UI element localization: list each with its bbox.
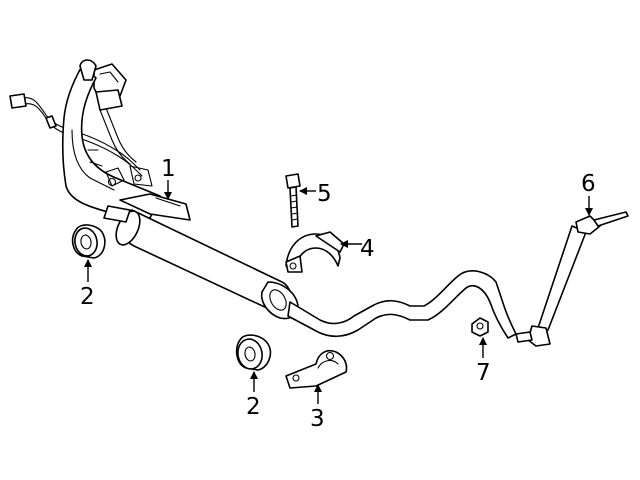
- stabilizer-actuator-housing: [61, 59, 191, 221]
- bushing-right: [235, 334, 272, 371]
- stabilizer-link: [515, 211, 629, 347]
- upper-bracket: [285, 231, 345, 273]
- callout-4: 4: [360, 236, 375, 262]
- callout-6: 6: [581, 171, 596, 197]
- callout-2-right: 2: [246, 394, 261, 420]
- lower-bracket: [285, 349, 348, 389]
- wiring-harness: [9, 63, 143, 177]
- callout-2-left: 2: [80, 284, 95, 310]
- bushing-left: [71, 224, 106, 259]
- callout-7: 7: [476, 360, 491, 386]
- callout-3: 3: [310, 406, 325, 432]
- callout-5: 5: [317, 181, 332, 207]
- nut: [471, 317, 489, 337]
- bolt: [285, 173, 301, 228]
- callout-1: 1: [161, 156, 176, 182]
- stabilizer-bar: [103, 205, 517, 339]
- leader-lines: [84, 180, 593, 404]
